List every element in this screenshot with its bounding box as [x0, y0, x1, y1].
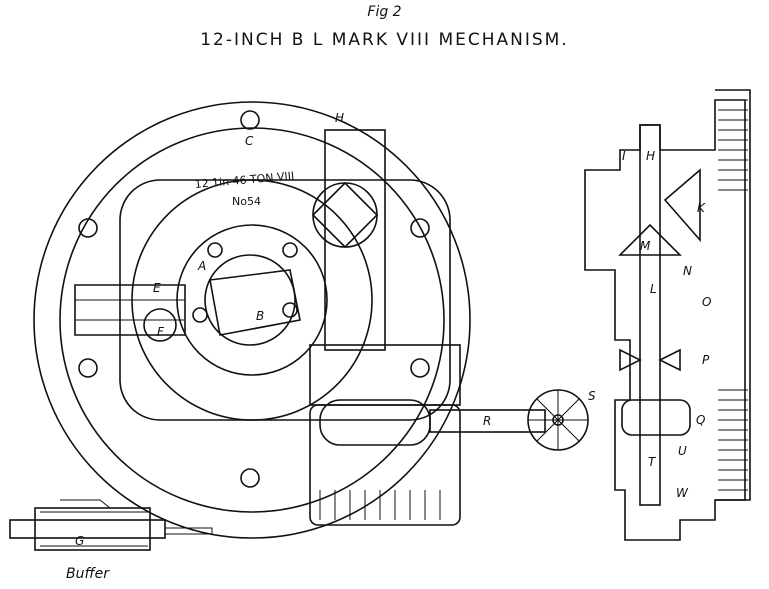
part-label-i: I: [622, 149, 626, 163]
front-view-labels: H C E A F B R S 12 1in 46 TON VIII No54: [153, 111, 596, 428]
buffer-label-g: G: [75, 534, 84, 548]
part-label-p: P: [702, 353, 710, 367]
bolt-heads: [78, 110, 430, 488]
figure-number: Fig 2: [367, 4, 402, 20]
part-label-w: W: [676, 486, 689, 500]
part-label-f: F: [157, 325, 165, 339]
part-label-u: U: [678, 444, 687, 458]
front-view: [33, 101, 589, 539]
part-label-q: Q: [696, 413, 705, 427]
part-label-c: C: [245, 134, 254, 148]
part-label-n: N: [683, 264, 692, 278]
part-label-l: L: [650, 282, 657, 296]
part-label-e: E: [153, 281, 161, 295]
part-label-o: O: [702, 295, 711, 309]
part-label-h: H: [646, 149, 655, 163]
side-view-labels: I H K M N L O P Q T U W: [622, 149, 711, 500]
side-view: [584, 89, 751, 541]
buffer-caption: Buffer: [66, 566, 110, 582]
part-label-m: M: [640, 239, 651, 253]
figure-title: 12-INCH B L MARK VIII MECHANISM.: [200, 30, 569, 50]
part-label-b: B: [256, 309, 264, 323]
engraving-line-2: No54: [232, 195, 261, 208]
engraving-line-1: 12 1in 46 TON VIII: [194, 169, 295, 191]
part-label-a: A: [197, 259, 206, 273]
part-label-r: R: [483, 414, 491, 428]
part-label-h: H: [335, 111, 344, 125]
buffer-drawing: G Buffer: [9, 499, 213, 582]
part-label-k: K: [697, 201, 706, 215]
part-label-s: S: [588, 389, 596, 403]
part-label-t: T: [648, 455, 657, 469]
